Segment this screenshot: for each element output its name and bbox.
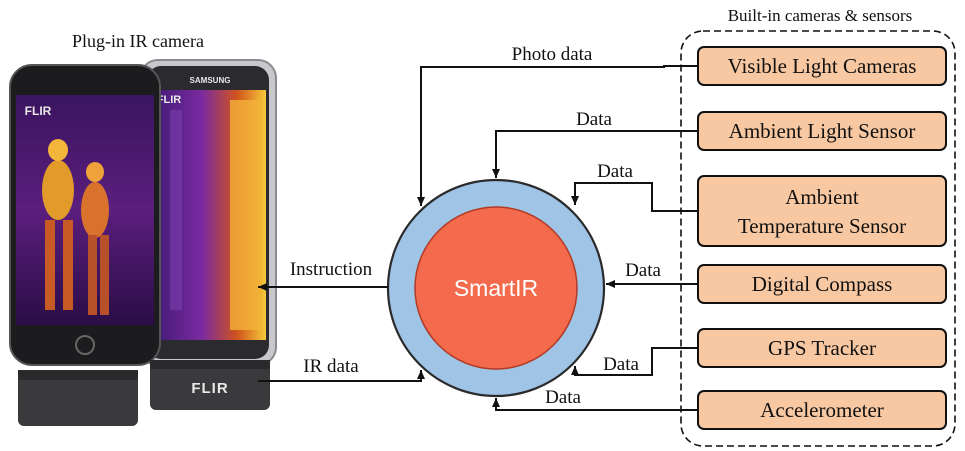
compass-data-label: Data (625, 260, 661, 281)
accelerometer-data-label: Data (545, 387, 581, 408)
ir-data-label: IR data (303, 356, 359, 377)
sensor-label: Visible Light Cameras (728, 54, 917, 78)
sensor-label-line1: Ambient (785, 185, 859, 209)
temperature-arrow (571, 182, 698, 212)
flir-attachment-right: FLIR (150, 360, 270, 410)
smartir-core (414, 206, 578, 370)
gps-data-label: Data (603, 354, 639, 375)
smartir-label: SmartIR (454, 275, 538, 301)
accelerometer-arrow (492, 398, 698, 411)
plugin-camera-title: Plug-in IR camera (72, 31, 204, 51)
flir-attachment-left (18, 370, 138, 426)
sensor-visible-light-cameras: Visible Light Cameras (697, 46, 947, 86)
screen-logo-right: FLIR (157, 94, 181, 106)
photo-data-label: Photo data (512, 44, 593, 65)
instruction-label: Instruction (290, 259, 373, 280)
screen-logo-left: FLIR (25, 104, 52, 118)
builtin-group-title: Built-in cameras & sensors (728, 6, 913, 25)
sensor-gps-tracker: GPS Tracker (697, 328, 947, 368)
ir-data-arrow (258, 370, 425, 382)
sensor-ambient-temperature: Ambient Temperature Sensor (697, 175, 947, 247)
photo-data-arrow (417, 65, 698, 206)
samsung-phone-image: SAMSUNG FLIR (139, 59, 277, 366)
ambient-light-data-label: Data (576, 109, 612, 130)
flir-camera-logo: FLIR (191, 380, 228, 397)
ambient-light-arrow (492, 130, 698, 178)
sensor-label: GPS Tracker (768, 336, 876, 360)
sensor-label-line2: Temperature Sensor (738, 214, 906, 238)
sensor-accelerometer: Accelerometer (697, 390, 947, 430)
samsung-brand: SAMSUNG (190, 76, 231, 85)
sensor-label: Ambient Light Sensor (729, 119, 916, 143)
sensor-ambient-light: Ambient Light Sensor (697, 111, 947, 151)
sensor-digital-compass: Digital Compass (697, 264, 947, 304)
gps-arrow (571, 347, 698, 376)
plugin-ir-camera-illustration: SAMSUNG FLIR FLIR (9, 59, 277, 426)
temperature-data-label: Data (597, 161, 633, 182)
iphone-image: FLIR (9, 64, 161, 366)
sensor-label: Digital Compass (752, 272, 893, 296)
builtin-sensors-group (680, 30, 956, 447)
sensor-label: Accelerometer (760, 398, 884, 422)
